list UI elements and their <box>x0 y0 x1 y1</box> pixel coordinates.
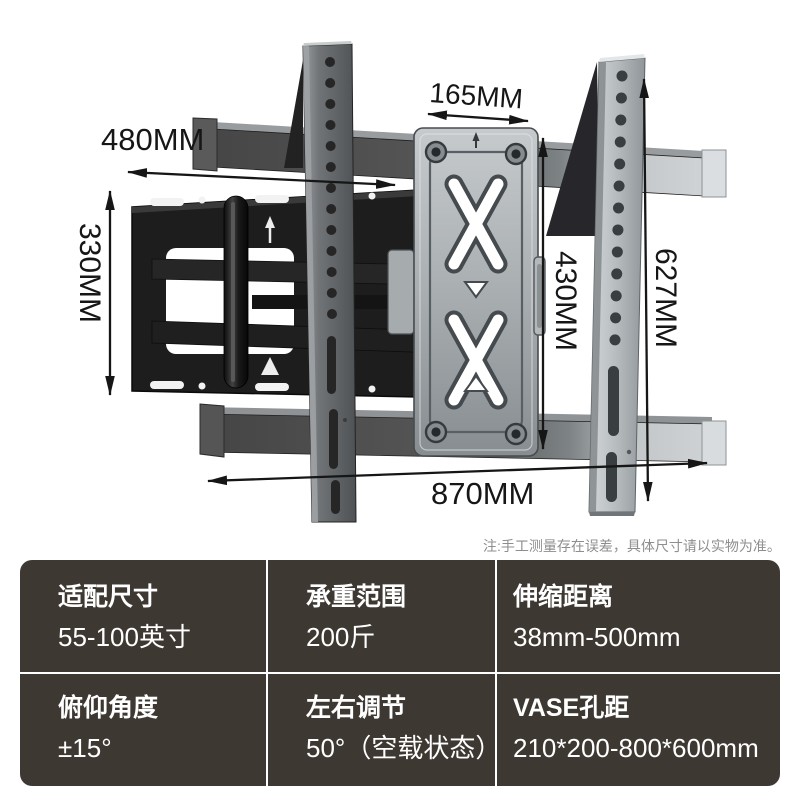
spec-label: 伸缩距离 <box>513 583 614 611</box>
spec-value: 50°（空载状态） <box>306 733 502 763</box>
dim-627: 627MM <box>639 78 682 502</box>
spec-cell-load-range: 承重范围 200斤 <box>268 560 497 674</box>
up-arrow-mark <box>265 216 275 228</box>
dim-430: 430MM <box>538 137 582 450</box>
articulating-arms <box>151 195 441 389</box>
tv-mount-illustration: 480MM 165MM 330MM 430MM 627MM 870MM <box>73 41 781 554</box>
spec-value: 55-100英寸 <box>58 622 191 652</box>
spec-value: 38mm-500mm <box>513 622 681 652</box>
dim-480-label: 480MM <box>101 122 204 157</box>
corner-screws <box>424 140 528 446</box>
spec-cell-extension: 伸缩距离 38mm-500mm <box>497 560 780 674</box>
vesa-plate <box>413 127 546 457</box>
dim-165: 165MM <box>427 77 529 125</box>
spec-cell-tilt-angle: 俯仰角度 ±15° <box>20 674 268 786</box>
dim-165-label: 165MM <box>429 77 524 114</box>
pivot-post <box>223 195 249 389</box>
dimension-annotations: 480MM 165MM 330MM 430MM 627MM 870MM <box>73 77 781 554</box>
dim-330-label: 330MM <box>73 223 106 323</box>
spec-label: VASE孔距 <box>513 694 630 722</box>
spec-label: 适配尺寸 <box>58 583 159 611</box>
spec-value: 210*200-800*600mm <box>513 733 759 763</box>
left-tv-rail <box>284 41 357 523</box>
wall-plate <box>131 189 419 398</box>
dim-330: 330MM <box>73 190 115 396</box>
triangle-mark <box>261 357 279 375</box>
spec-table: 适配尺寸 55-100英寸 承重范围 200斤 伸缩距离 38mm-500mm … <box>20 560 780 786</box>
dim-870-label: 870MM <box>431 476 534 511</box>
dim-480: 480MM <box>101 122 396 189</box>
dim-870: 870MM <box>207 458 708 511</box>
plate-markings <box>261 216 279 375</box>
spec-label: 承重范围 <box>306 583 407 611</box>
spec-cell-vesa: VASE孔距 210*200-800*600mm <box>497 674 780 786</box>
spec-cell-fit-size: 适配尺寸 55-100英寸 <box>20 560 268 674</box>
dim-430-label: 430MM <box>549 251 582 351</box>
spec-cell-swivel: 左右调节 50°（空载状态） <box>268 674 502 786</box>
x-cutout-lower <box>444 310 508 410</box>
spec-value: 200斤 <box>306 622 376 652</box>
dim-627-label: 627MM <box>649 248 682 348</box>
right-tv-rail <box>546 54 646 516</box>
spec-label: 左右调节 <box>306 694 407 722</box>
spec-label: 俯仰角度 <box>58 694 159 722</box>
measurement-note: 注:手工测量存在误差，具体尺寸请以实物为准。 <box>483 538 781 554</box>
spec-value: ±15° <box>58 733 112 763</box>
x-cutout-upper <box>444 174 508 299</box>
rail-holes <box>325 57 337 319</box>
rail-holes <box>609 70 628 346</box>
